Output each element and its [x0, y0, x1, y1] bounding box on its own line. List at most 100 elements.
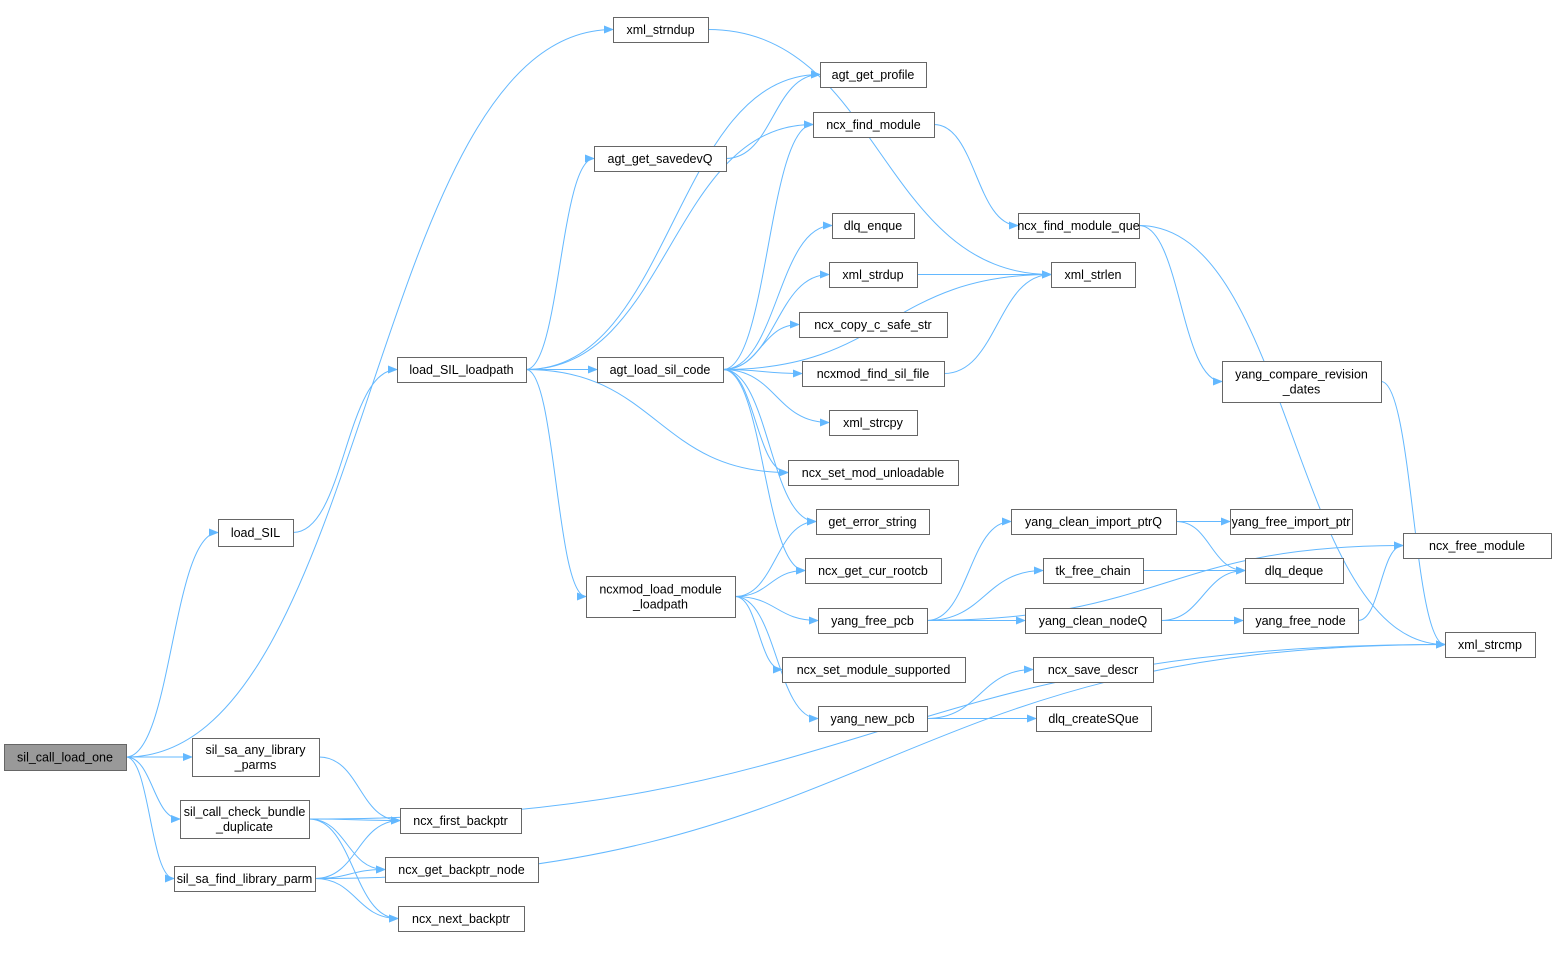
- node-label: ncx_set_module_supported: [797, 663, 951, 677]
- edge-agt_load_sil_code-to-ncx_set_mod_unloadable: [722, 369, 789, 477]
- node-sil-call-load-one[interactable]: sil_call_load_one: [4, 744, 127, 771]
- node-ncx-find-module-que[interactable]: ncx_find_module_que: [1017, 213, 1140, 239]
- node-label: yang_compare_revision: [1235, 368, 1368, 382]
- node-dlq-deque[interactable]: dlq_deque: [1245, 558, 1344, 584]
- edge-yang_free_pcb-to-yang_clean_import_ptrQ: [926, 517, 1012, 621]
- edge-yang_free_node-to-ncx_free_module: [1357, 541, 1404, 621]
- node-label: ncx_first_backptr: [413, 814, 507, 828]
- node-sil-sa-find-library-parm[interactable]: sil_sa_find_library_parm: [174, 866, 316, 892]
- node-agt-get-savedevQ[interactable]: agt_get_savedevQ: [594, 146, 727, 172]
- node-label: ncx_get_cur_rootcb: [818, 564, 928, 578]
- node-ncx-set-module-supported[interactable]: ncx_set_module_supported: [782, 657, 966, 683]
- edge-sil_sa_find_library_parm-to-ncx_next_backptr: [314, 878, 399, 923]
- edge-agt_load_sil_code-to-xml_strcpy: [722, 369, 830, 427]
- node-ncx-set-mod-unloadable[interactable]: ncx_set_mod_unloadable: [788, 460, 959, 486]
- node-label: yang_clean_nodeQ: [1039, 614, 1148, 628]
- node-label: ncx_save_descr: [1048, 663, 1138, 677]
- node-ncxmod-load-module-loadpath[interactable]: ncxmod_load_module_loadpath: [586, 576, 736, 618]
- node-label: agt_get_savedevQ: [608, 152, 713, 166]
- node-label: xml_strlen: [1065, 268, 1122, 282]
- node-label: yang_new_pcb: [830, 712, 914, 726]
- node-agt-get-profile[interactable]: agt_get_profile: [820, 62, 927, 88]
- node-ncx-copy-c-safe-str[interactable]: ncx_copy_c_safe_str: [799, 312, 948, 338]
- edge-ncxmod_load_module_loadpath-to-yang_free_pcb: [734, 596, 819, 625]
- node-label: tk_free_chain: [1055, 564, 1130, 578]
- node-ncx-free-module[interactable]: ncx_free_module: [1403, 533, 1552, 559]
- node-label: dlq_deque: [1265, 564, 1323, 578]
- node-label: ncx_free_module: [1429, 539, 1525, 553]
- node-agt-load-sil-code[interactable]: agt_load_sil_code: [597, 357, 724, 383]
- edge-agt_load_sil_code-to-dlq_enque: [722, 221, 833, 370]
- node-label: ncx_get_backptr_node: [398, 863, 525, 877]
- node-label: xml_strcmp: [1458, 638, 1522, 652]
- node-ncx-get-cur-rootcb[interactable]: ncx_get_cur_rootcb: [805, 558, 942, 584]
- edge-yang_new_pcb-to-ncx_save_descr: [926, 665, 1034, 719]
- edge-agt_load_sil_code-to-ncx_find_module: [722, 120, 814, 370]
- node-label: sil_sa_find_library_parm: [177, 872, 312, 886]
- node-ncx-next-backptr[interactable]: ncx_next_backptr: [398, 906, 525, 932]
- node-get-error-string[interactable]: get_error_string: [816, 509, 930, 535]
- node-label: xml_strcpy: [843, 416, 903, 430]
- node-dlq-createSQue[interactable]: dlq_createSQue: [1036, 706, 1152, 732]
- edge-sil_call_load_one-to-load_SIL: [125, 528, 219, 758]
- node-label: sil_call_check_bundle: [184, 805, 306, 819]
- node-label: yang_clean_import_ptrQ: [1025, 515, 1162, 529]
- node-yang-compare-revision-dates[interactable]: yang_compare_revision_dates: [1222, 361, 1382, 403]
- node-label: load_SIL: [231, 526, 280, 540]
- node-sil-sa-any-library-parms[interactable]: sil_sa_any_library_parms: [192, 738, 320, 777]
- edge-ncxmod_load_module_loadpath-to-yang_new_pcb: [734, 596, 819, 723]
- node-yang-free-pcb[interactable]: yang_free_pcb: [818, 608, 928, 634]
- node-xml-strcpy[interactable]: xml_strcpy: [829, 410, 918, 436]
- node-label: dlq_enque: [844, 219, 902, 233]
- node-yang-new-pcb[interactable]: yang_new_pcb: [818, 706, 928, 732]
- node-load-SIL-loadpath[interactable]: load_SIL_loadpath: [397, 357, 527, 383]
- node-yang-free-import-ptr[interactable]: yang_free_import_ptr: [1230, 509, 1353, 535]
- edge-ncx_find_module_que-to-xml_strcmp: [1138, 225, 1446, 649]
- edge-load_SIL_loadpath-to-agt_get_profile: [525, 70, 821, 370]
- node-label: _parms: [234, 758, 277, 772]
- edge-ncx_find_module-to-ncx_find_module_que: [933, 124, 1019, 230]
- node-yang-clean-import-ptrQ[interactable]: yang_clean_import_ptrQ: [1011, 509, 1177, 535]
- edge-sil_sa_find_library_parm-to-ncx_first_backptr: [314, 816, 401, 879]
- edge-sil_call_check_bundle_duplicate-to-ncx_get_backptr_node: [308, 818, 386, 874]
- node-label: ncx_find_module: [826, 118, 921, 132]
- edge-agt_get_savedevQ-to-agt_get_profile: [725, 70, 821, 159]
- node-yang-clean-nodeQ[interactable]: yang_clean_nodeQ: [1025, 608, 1162, 634]
- node-label: dlq_createSQue: [1048, 712, 1138, 726]
- node-label: yang_free_node: [1255, 614, 1345, 628]
- nodes: sil_call_load_one sil_sa_any_library_parm…: [4, 17, 1552, 932]
- edge-ncx_find_module_que-to-yang_compare_revision_dates: [1138, 225, 1223, 386]
- node-label: yang_free_pcb: [831, 614, 914, 628]
- edge-yang_free_pcb-to-tk_free_chain: [926, 566, 1044, 621]
- edge-yang_compare_revision_dates-to-xml_strcmp: [1380, 381, 1446, 649]
- edge-load_SIL_loadpath-to-agt_get_savedevQ: [525, 154, 595, 370]
- edge-ncxmod_load_module_loadpath-to-get_error_string: [734, 517, 817, 597]
- node-ncx-save-descr[interactable]: ncx_save_descr: [1033, 657, 1154, 683]
- node-sil-call-check-bundle-duplicate[interactable]: sil_call_check_bundle_duplicate: [180, 800, 310, 839]
- edges: [125, 25, 1446, 923]
- node-tk-free-chain[interactable]: tk_free_chain: [1043, 558, 1144, 584]
- node-xml-strndup[interactable]: xml_strndup: [613, 17, 709, 43]
- node-ncx-find-module[interactable]: ncx_find_module: [813, 112, 935, 138]
- node-label: load_SIL_loadpath: [409, 363, 513, 377]
- node-label: agt_load_sil_code: [610, 363, 711, 377]
- node-label: _loadpath: [632, 598, 688, 612]
- node-xml-strlen[interactable]: xml_strlen: [1051, 262, 1136, 288]
- node-xml-strcmp[interactable]: xml_strcmp: [1445, 632, 1536, 658]
- node-dlq-enque[interactable]: dlq_enque: [832, 213, 915, 239]
- edge-sil_call_check_bundle_duplicate-to-ncx_next_backptr: [308, 818, 399, 923]
- edge-sil_call_load_one-to-sil_call_check_bundle_duplicate: [125, 756, 181, 823]
- edge-ncxmod_load_module_loadpath-to-ncx_set_module_supported: [734, 596, 783, 674]
- node-label: sil_sa_any_library: [205, 743, 306, 757]
- edge-sil_sa_any_library_parms-to-ncx_first_backptr: [318, 756, 401, 825]
- node-ncx-first-backptr[interactable]: ncx_first_backptr: [400, 808, 522, 834]
- node-xml-strdup[interactable]: xml_strdup: [829, 262, 918, 288]
- node-ncx-get-backptr-node[interactable]: ncx_get_backptr_node: [385, 857, 539, 883]
- node-ncxmod-find-sil-file[interactable]: ncxmod_find_sil_file: [802, 361, 945, 387]
- node-yang-free-node[interactable]: yang_free_node: [1243, 608, 1359, 634]
- edge-ncxmod_load_module_loadpath-to-ncx_get_cur_rootcb: [734, 566, 806, 597]
- edge-load_SIL_loadpath-to-ncx_find_module: [525, 120, 814, 370]
- node-load-SIL[interactable]: load_SIL: [218, 519, 294, 547]
- edge-load_SIL-to-load_SIL_loadpath: [292, 365, 398, 533]
